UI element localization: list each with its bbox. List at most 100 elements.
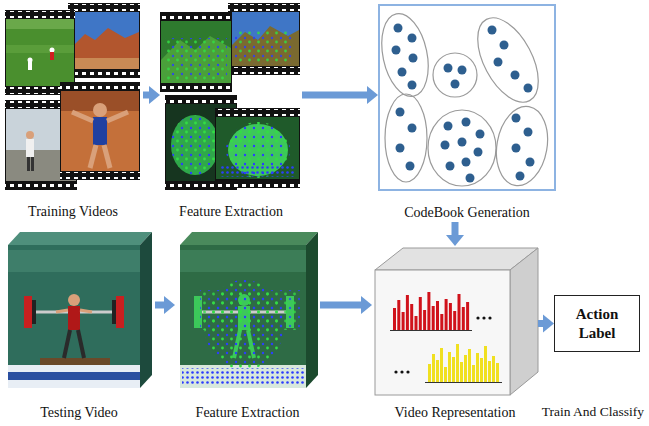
testing-video-frame xyxy=(24,296,32,328)
codebook-clusters xyxy=(444,122,453,131)
process-stage: Testing Video xyxy=(3,230,155,422)
representation-cube xyxy=(394,370,397,373)
representation-cube xyxy=(393,308,396,330)
process-stage: Feature Extraction xyxy=(175,230,320,422)
representation-cube xyxy=(432,354,435,382)
representation-cube xyxy=(445,299,448,330)
testing-feature-frame xyxy=(200,290,300,330)
codebook-clusters xyxy=(375,5,555,190)
feature-frames xyxy=(228,4,300,11)
representation-cube xyxy=(400,370,403,373)
codebook-clusters xyxy=(408,124,417,133)
stage-caption: Video Representation xyxy=(395,405,516,421)
box-label: Action Label xyxy=(561,305,633,343)
feature-frames xyxy=(171,115,219,175)
feature-frames xyxy=(160,12,232,92)
codebook-clusters xyxy=(408,34,417,43)
testing-video-frame xyxy=(68,306,80,330)
representation-cube xyxy=(432,306,435,330)
representation-cube xyxy=(419,297,422,330)
codebook-clusters xyxy=(458,66,467,75)
training-video-frames xyxy=(28,58,33,63)
flow-arrow xyxy=(143,92,149,99)
representation-cube xyxy=(402,312,405,330)
codebook-clusters xyxy=(408,81,417,90)
codebook-clusters xyxy=(433,53,477,97)
representation-cube xyxy=(410,304,413,330)
codebook-clusters xyxy=(451,80,460,89)
representation-cube xyxy=(452,357,455,382)
process-stage: Video Representation xyxy=(372,246,538,422)
stage-caption: CodeBook Generation xyxy=(404,205,530,221)
codebook-clusters xyxy=(474,148,483,157)
feature-frames xyxy=(160,84,232,91)
feature-frames xyxy=(161,21,231,83)
training-video-frames xyxy=(68,70,140,77)
representation-cube xyxy=(449,303,452,330)
testing-video-frame xyxy=(8,232,152,245)
feature-frames xyxy=(165,96,237,103)
representation-cube xyxy=(496,363,499,382)
training-video-frames xyxy=(6,45,74,53)
codebook-clusters xyxy=(396,144,405,153)
codebook-clusters xyxy=(462,118,471,127)
codebook-clusters xyxy=(398,68,407,77)
testing-video-frame xyxy=(32,300,36,324)
codebook-clusters xyxy=(526,158,535,167)
testing-feature-frame xyxy=(306,232,318,388)
flow-arrow xyxy=(538,320,543,327)
codebook-clusters xyxy=(375,8,554,190)
testing-video-frame xyxy=(8,250,140,272)
training-video-frames xyxy=(104,145,110,168)
stage-caption: Feature Extraction xyxy=(179,204,283,220)
feature-frames xyxy=(215,109,300,116)
representation-cube xyxy=(462,307,465,330)
codebook-clusters xyxy=(512,144,521,153)
codebook-clusters xyxy=(466,174,475,183)
testing-video-frame xyxy=(112,300,116,324)
codebook-clusters xyxy=(465,8,551,112)
feature-frames xyxy=(228,3,300,75)
testing-feature-frame xyxy=(180,232,318,245)
codebook-clusters xyxy=(462,158,471,167)
training-video-frames xyxy=(6,19,74,29)
training-video-frames xyxy=(93,117,107,145)
training-video-frames xyxy=(90,145,96,168)
flow-arrow xyxy=(452,222,459,235)
representation-cube xyxy=(488,361,491,382)
feature-frames xyxy=(220,165,295,177)
representation-cube xyxy=(464,355,467,382)
process-stage: Feature Extraction xyxy=(160,3,302,221)
training-video-frames xyxy=(61,91,139,171)
representation-cube xyxy=(427,292,430,330)
testing-video-frame xyxy=(8,372,140,380)
representation-cube xyxy=(425,382,502,383)
representation-cube xyxy=(466,302,469,330)
testing-feature-frame xyxy=(180,365,306,388)
codebook-clusters xyxy=(500,41,509,50)
testing-video-frame xyxy=(68,294,80,306)
feature-frames xyxy=(229,26,299,66)
representation-cube xyxy=(415,316,418,330)
representation-cube xyxy=(476,316,479,319)
codebook-clusters xyxy=(406,162,415,171)
codebook-clusters xyxy=(441,141,450,150)
representation-cube xyxy=(476,353,479,382)
representation-cube xyxy=(406,370,409,373)
feature-frames xyxy=(160,3,300,190)
testing-feature-frame xyxy=(180,250,306,272)
representation-cube xyxy=(440,314,443,330)
training-video-frames xyxy=(68,3,140,78)
process-stage: CodeBook Generation xyxy=(378,3,556,222)
codebook-clusters xyxy=(385,94,427,182)
feature-frames xyxy=(228,67,300,74)
stage-caption: Feature Extraction xyxy=(196,405,300,421)
training-video-frames xyxy=(68,4,140,11)
flow-arrow xyxy=(155,302,164,309)
representation-cube xyxy=(390,330,472,331)
training-video-frames xyxy=(60,172,140,179)
output-box: Action LabelTrain And Classify xyxy=(554,295,640,352)
codebook-clusters xyxy=(524,128,533,137)
